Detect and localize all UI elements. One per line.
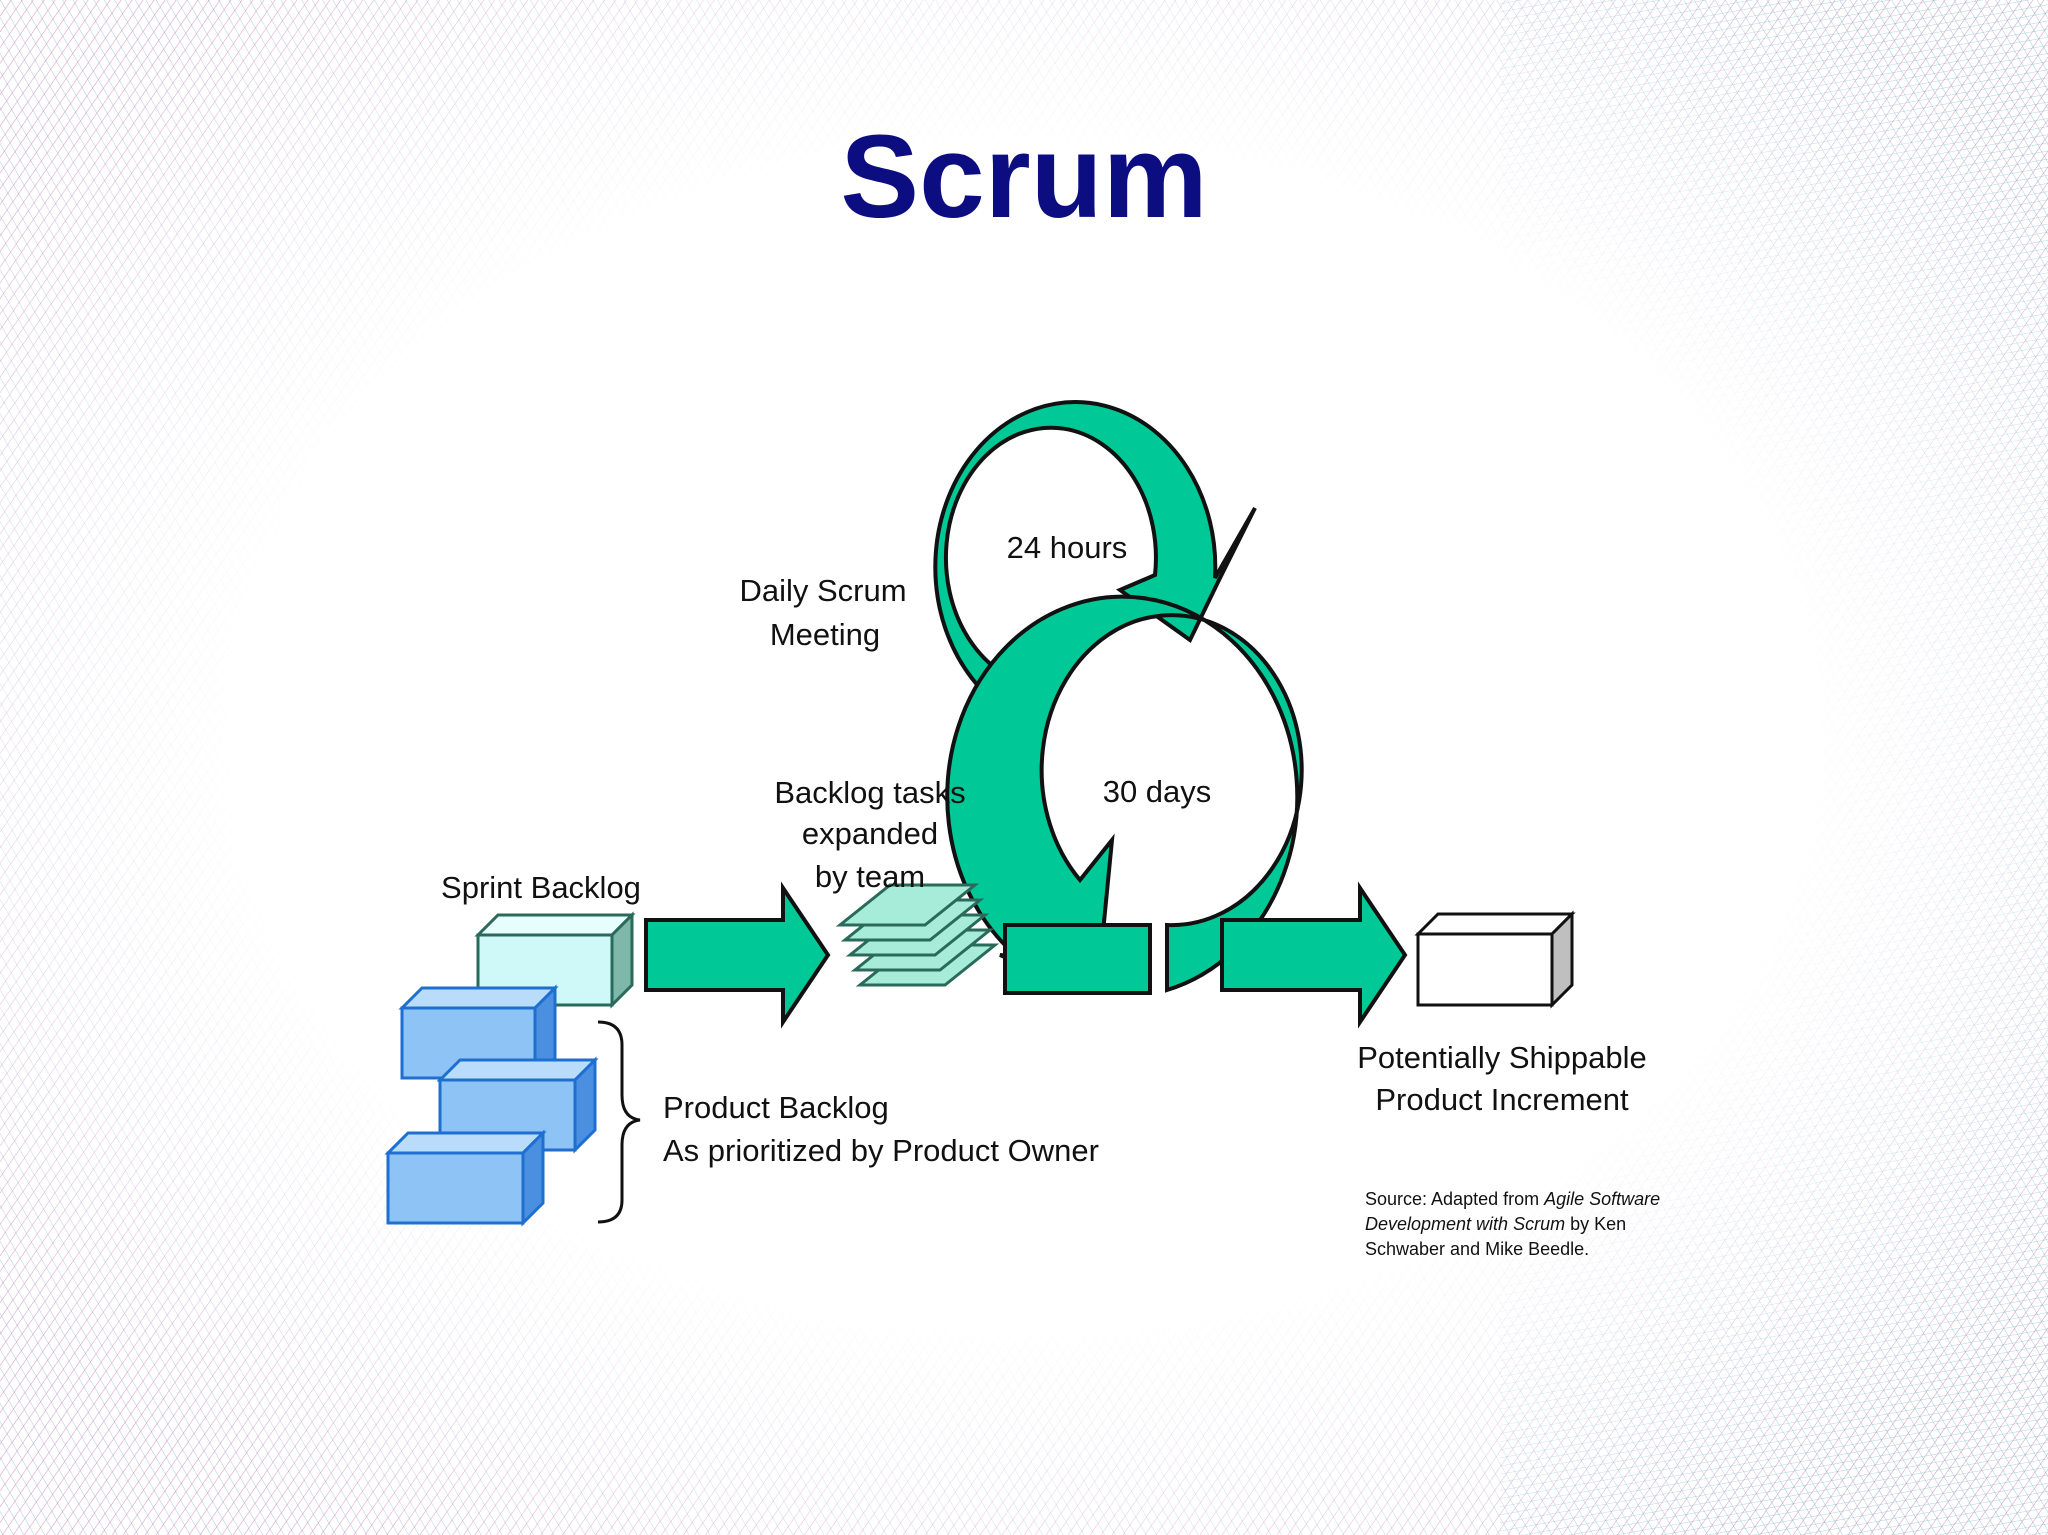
flow-arrow-2	[1220, 881, 1408, 1029]
daily-scrum-label-line1: Daily Scrum	[739, 573, 906, 608]
backlog-tasks-line3: by team	[815, 859, 925, 894]
daily-scrum-label-line2: Meeting	[770, 617, 880, 652]
sprint-cycle-arrow	[945, 594, 1304, 995]
cycle-30-days-label: 30 days	[1103, 774, 1212, 809]
source-prefix: Source: Adapted from	[1365, 1189, 1545, 1209]
backlog-tasks-line1: Backlog tasks	[774, 775, 965, 810]
backlog-tasks-line2: expanded	[802, 816, 938, 851]
source-book-title: Agile Software Development with Scrum	[1365, 1189, 1661, 1234]
product-backlog-line1: Product Backlog	[663, 1090, 889, 1125]
flow-arrow-1	[644, 881, 831, 1029]
product-backlog-line2: As prioritized by Product Owner	[663, 1133, 1099, 1168]
slide-title: Scrum	[840, 111, 1208, 243]
product-increment-box	[1414, 910, 1576, 1009]
source-suffix: by Ken Schwaber and Mike Beedle.	[1365, 1214, 1627, 1259]
shippable-line2: Product Increment	[1375, 1082, 1629, 1117]
sprint-backlog-label: Sprint Backlog	[441, 870, 641, 905]
task-sheets-icon	[835, 883, 1000, 987]
shippable-line1: Potentially Shippable	[1357, 1040, 1647, 1075]
cycle-24-hours-label: 24 hours	[1007, 530, 1128, 565]
product-backlog-boxes	[384, 984, 599, 1227]
daily-cycle-arrow	[933, 400, 1257, 716]
backlog-brace	[597, 1020, 641, 1224]
source-citation: Source: Adapted from Agile Software Deve…	[1365, 1187, 1695, 1262]
